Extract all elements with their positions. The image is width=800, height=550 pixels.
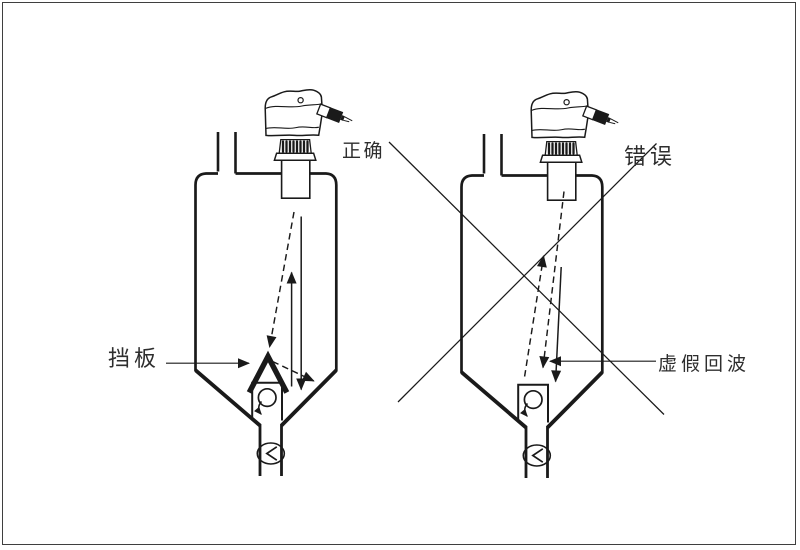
diagram-border [2, 2, 796, 545]
false-echo-dashed-arrow [523, 255, 547, 377]
label-false-echo: 虚假回波 [658, 354, 751, 375]
baffle-v-plate [246, 350, 290, 394]
right-tank-wrong-installation [388, 90, 665, 478]
left-tank-correct-installation [166, 88, 356, 476]
cross-out-line-2 [397, 143, 657, 403]
cross-out-x [388, 141, 665, 415]
label-baffle: 挡板 [108, 346, 161, 371]
label-correct: 正确 [342, 141, 386, 162]
signal-down-arrow [551, 266, 562, 383]
cross-out-line-1 [388, 141, 665, 415]
beam-incident-dashed-arrow [266, 211, 295, 348]
label-wrong: 错误 [624, 144, 677, 169]
beam-deflected-dashed-arrow [272, 360, 315, 382]
beam-incident-dashed-arrow [539, 191, 565, 369]
